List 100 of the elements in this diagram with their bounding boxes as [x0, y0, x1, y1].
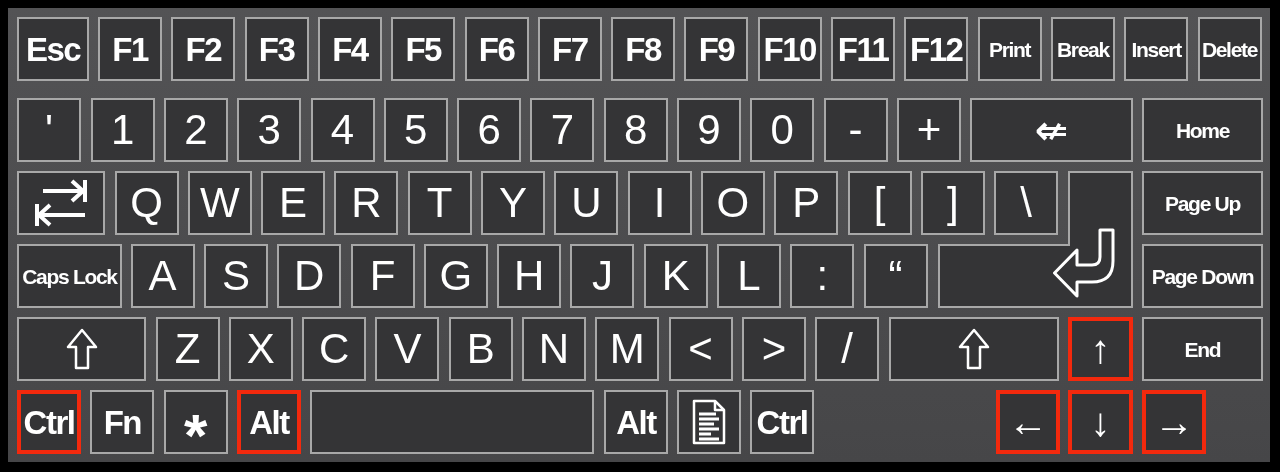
key-label: \: [1020, 182, 1032, 224]
key-label: T: [426, 182, 453, 224]
keyboard-key: [537, 17, 602, 81]
key-label: Fn: [103, 405, 141, 439]
key-label: Ctrl: [756, 405, 808, 439]
keyboard-key: [261, 171, 326, 235]
keyboard-key: [114, 171, 179, 235]
keyboard-key: [17, 98, 81, 162]
key-label: F3: [258, 32, 295, 66]
keyboard-key: [677, 98, 741, 162]
key-label: 7: [550, 109, 575, 151]
keyboard-key: [815, 317, 880, 381]
key-label: L: [737, 255, 761, 297]
keyboard-key: [831, 17, 895, 81]
keyboard-key: [668, 317, 733, 381]
keyboard-key: [700, 171, 765, 235]
key-label: O: [716, 182, 750, 224]
keyboard-key: [595, 317, 660, 381]
key-label: 8: [624, 109, 648, 151]
key-label: F11: [837, 32, 889, 66]
key-label: Ctrl: [23, 405, 75, 439]
key-label: 0: [770, 109, 794, 151]
key-label: G: [439, 255, 473, 297]
key-label: :: [816, 255, 829, 297]
keyboard-key: [481, 171, 545, 235]
key-label: F12: [910, 32, 963, 66]
keyboard-key: [237, 98, 302, 162]
key-label: A: [148, 255, 177, 297]
keyboard-key: [464, 17, 529, 81]
keyboard-key: [17, 244, 122, 308]
key-label: Caps Lock: [22, 265, 117, 287]
key-label: N: [538, 328, 570, 370]
key-label: C: [318, 328, 350, 370]
key-label: Z: [174, 328, 201, 370]
key-label: Y: [499, 182, 527, 224]
key-label: F8: [625, 32, 661, 66]
keyboard-key: [163, 98, 228, 162]
keyboard-key: [457, 98, 522, 162]
enter-key: [938, 171, 1133, 308]
highlighted-key: [1068, 317, 1133, 381]
keyboard-key: [896, 98, 961, 162]
keyboard-key: [1197, 17, 1262, 81]
key-label: -: [848, 109, 863, 151]
key-label: Delete: [1201, 38, 1258, 60]
key-label: S: [221, 255, 250, 297]
keyboard-key: [847, 171, 912, 235]
key-label: Esc: [25, 32, 81, 66]
key-label: F9: [698, 32, 735, 66]
keyboard-key: [375, 317, 440, 381]
keyboard-key: [627, 171, 692, 235]
keyboard-key: [970, 98, 1133, 162]
key-label: B: [466, 328, 495, 370]
key-label: ': [45, 109, 53, 151]
keyboard-key: [750, 98, 815, 162]
keyboard-key: [604, 390, 668, 454]
key-label: X: [246, 328, 275, 370]
key-label: Insert: [1131, 38, 1181, 60]
keyboard-key: [334, 171, 399, 235]
keyboard-key: [1050, 17, 1115, 81]
key-label: P: [792, 182, 821, 224]
keyboard-key: [302, 317, 367, 381]
highlighted-key: [1142, 390, 1206, 454]
keyboard-key: [423, 244, 488, 308]
key-label: H: [513, 255, 545, 297]
key-label: 4: [330, 109, 355, 151]
key-label: 2: [184, 109, 208, 151]
highlighted-key: [17, 390, 81, 454]
keyboard-key: [904, 17, 969, 81]
keyboard-key: [448, 317, 513, 381]
key-label: F7: [552, 32, 588, 66]
keyboard-key: [317, 17, 382, 81]
keyboard-key: [163, 390, 228, 454]
key-label: Print: [988, 38, 1031, 60]
key-label: Break: [1056, 38, 1109, 60]
key-label: F5: [405, 32, 441, 66]
highlighted-key: [1068, 390, 1133, 454]
keyboard-key: [90, 98, 155, 162]
keyboard-key: [920, 171, 985, 235]
keyboard-key: [643, 244, 708, 308]
keyboard-key: [717, 244, 781, 308]
key-label: F10: [763, 32, 816, 66]
keyboard-key: [530, 98, 595, 162]
keyboard-key: [130, 244, 195, 308]
key-label: Alt: [616, 405, 656, 439]
key-label: +: [916, 109, 942, 151]
key-label: K: [661, 255, 690, 297]
space-bar: [310, 390, 594, 454]
key-label: F6: [478, 32, 515, 66]
key-label: >: [761, 328, 787, 370]
key-label: V: [393, 328, 422, 370]
keyboard-key: [774, 171, 839, 235]
keyboard-key: [244, 17, 309, 81]
keyboard-key: [383, 98, 448, 162]
keyboard-key: [522, 317, 586, 381]
keyboard-key: [228, 317, 293, 381]
keyboard-key: [741, 317, 806, 381]
key-label: E: [279, 182, 308, 224]
key-label: J: [591, 255, 613, 297]
key-label: Alt: [249, 405, 289, 439]
key-label: 5: [404, 109, 428, 151]
